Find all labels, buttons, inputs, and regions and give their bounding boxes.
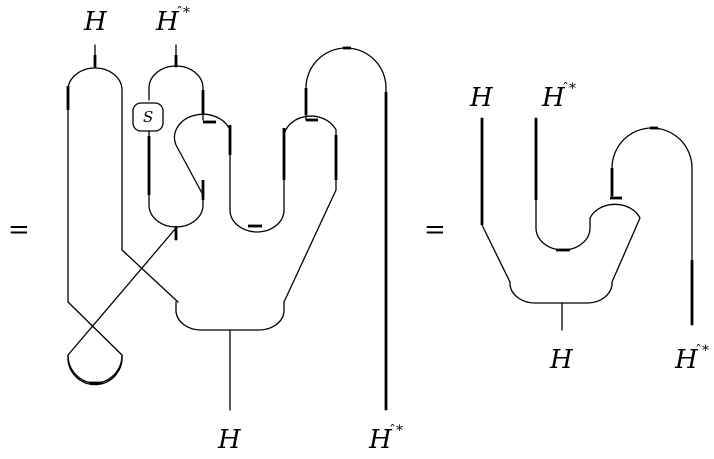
label-left-bottom-hstar: H — [368, 425, 393, 455]
wire-right-loop — [611, 127, 693, 326]
label-left-bottom-hstar-sup: ˆ* — [389, 423, 403, 439]
wire-right-h — [481, 117, 511, 283]
wire-left-h-cap — [67, 67, 179, 303]
label-right-top-hstar-sup: ˆ* — [562, 81, 576, 97]
label-left-top-hstar-sup: ˆ* — [176, 5, 190, 21]
right-diagram: H H ˆ* H H ˆ* — [469, 81, 709, 375]
label-right-bottom-hstar: H — [674, 345, 699, 375]
left-diagram: H H ˆ* S — [66, 5, 403, 455]
label-left-top-h: H — [83, 7, 108, 37]
wire-left-right-cap — [283, 115, 337, 303]
antipode-box — [132, 102, 164, 132]
label-left-top-hstar: H — [155, 7, 180, 37]
label-right-bottom-hstar-sup: ˆ* — [695, 343, 709, 359]
equals-sign-middle: = — [424, 215, 446, 245]
label-right-top-hstar: H — [541, 83, 566, 113]
label-right-top-h: H — [469, 83, 494, 113]
equals-sign-left: = — [8, 215, 30, 245]
label-left-bottom-h: H — [217, 425, 242, 455]
wire-left-bottom-mult — [175, 301, 285, 331]
wire-right-mult — [509, 281, 613, 304]
wire-right-hstar — [535, 117, 641, 283]
antipode-label: S — [143, 108, 153, 126]
wire-left-loop — [67, 354, 123, 384]
label-right-bottom-h: H — [549, 345, 574, 375]
